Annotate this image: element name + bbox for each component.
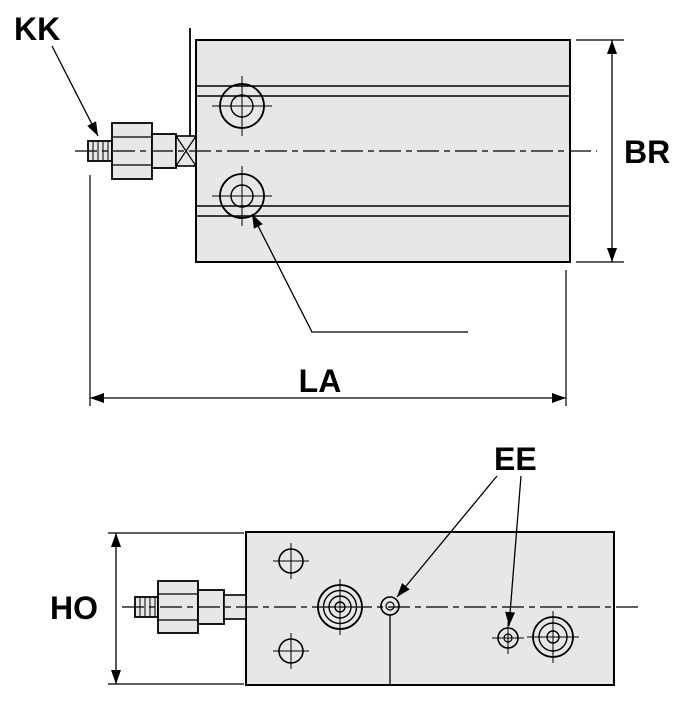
port-right-large (527, 611, 579, 663)
la-dimension: LA (89, 175, 567, 406)
bottom-view: EE HO (50, 441, 640, 686)
ee-port-inner (385, 601, 395, 611)
rod-end-cross-line (175, 135, 197, 167)
front-view: KK BR LA (14, 11, 670, 406)
br-dimension: BR (576, 39, 670, 263)
label-la: LA (299, 363, 342, 399)
label-br: BR (624, 134, 670, 170)
ho-dimension: HO (50, 532, 244, 685)
ee-leader-line (396, 475, 498, 598)
threaded-port-left (312, 579, 368, 635)
hole-callout-leader (251, 213, 468, 333)
kk-leader-line (51, 45, 99, 137)
label-kk: KK (14, 11, 60, 47)
label-ee: EE (494, 441, 537, 477)
label-ho: HO (50, 590, 98, 626)
mounting-hole-lower (212, 166, 272, 226)
port-right-small (492, 622, 524, 654)
mounting-hole-upper (212, 76, 272, 136)
mounting-hole-top-left (273, 543, 309, 579)
ee-leader-line-2 (505, 475, 522, 627)
mounting-hole-bottom-left (273, 633, 309, 669)
